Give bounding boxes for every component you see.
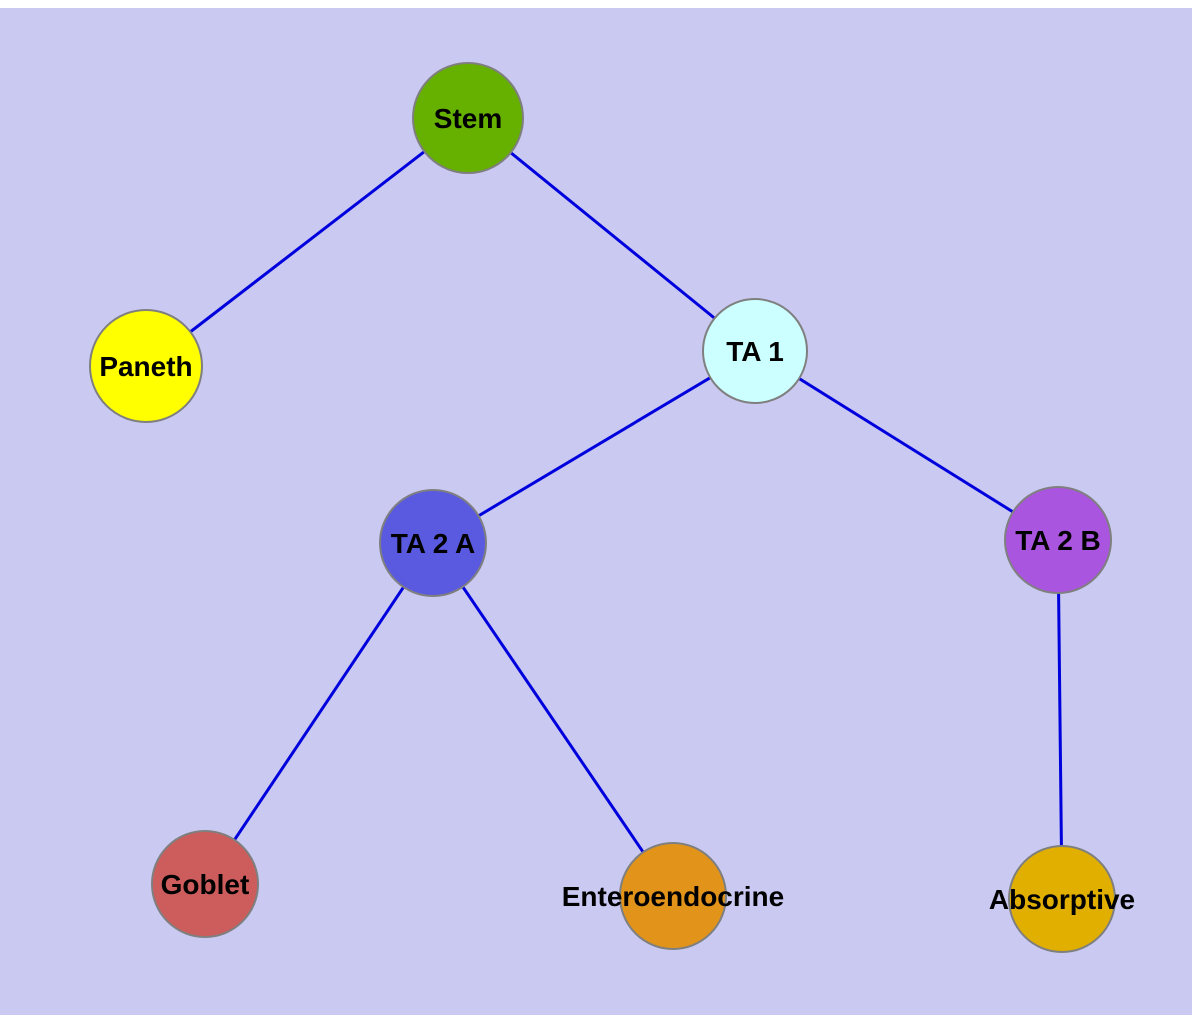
edge-ta-2-a-to-goblet: [203, 542, 435, 885]
node-stem[interactable]: [412, 62, 524, 174]
node-ta-2-a[interactable]: [379, 489, 487, 597]
node-ta-1[interactable]: [702, 298, 808, 404]
node-ta-2-b[interactable]: [1004, 486, 1112, 594]
node-enteroendocrine[interactable]: [619, 842, 727, 950]
edge-ta-1-to-ta-2-a: [432, 349, 756, 545]
edge-stem-to-ta-1: [467, 116, 756, 353]
edge-ta-1-to-ta-2-b: [754, 349, 1059, 542]
edge-stem-to-paneth: [145, 116, 469, 368]
node-paneth[interactable]: [89, 309, 203, 423]
edge-ta-2-a-to-enteroendocrine: [431, 542, 675, 897]
node-absorptive[interactable]: [1008, 845, 1116, 953]
node-goblet[interactable]: [151, 830, 259, 938]
edge-ta-2-b-to-absorptive: [1056, 539, 1064, 900]
